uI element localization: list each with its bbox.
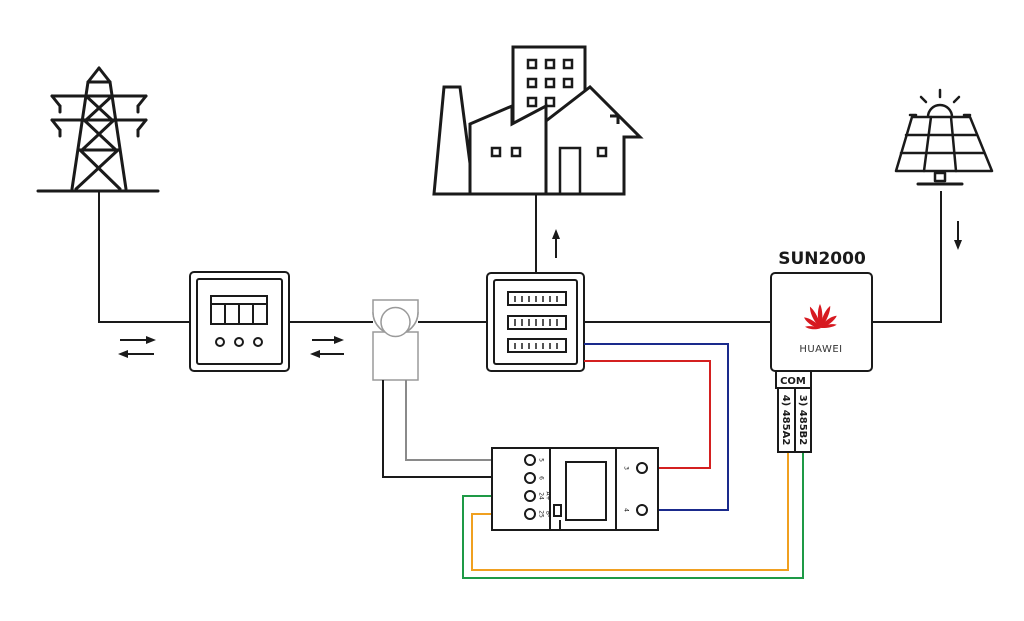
inverter-title: SUN2000: [778, 249, 866, 269]
ct-clamp: [372, 299, 419, 381]
terminal-4-label: 4: [623, 508, 630, 512]
bidirectional-arrow-icon: [118, 336, 156, 358]
solar-panel-icon: [894, 88, 994, 186]
com-port: [775, 370, 812, 453]
power-lines: [98, 191, 942, 323]
breaker-row: [514, 296, 558, 349]
bidirectional-arrow-icon: [310, 336, 344, 358]
blue-wire: [584, 343, 729, 511]
terminal-24-label: 24: [538, 492, 545, 500]
terminal-25-label: 25: [538, 510, 545, 518]
huawei-brand-label: HUAWEI: [799, 344, 842, 355]
port-485a2-label: 4) 485A2: [780, 395, 791, 446]
arrow-up-icon: [552, 229, 560, 258]
terminal-6-label: 6: [538, 476, 545, 480]
red-wire: [584, 360, 711, 469]
meter-terminals: [524, 454, 648, 520]
orange-wire: [471, 452, 789, 571]
ct-signal-wires: [382, 380, 492, 478]
terminal-3-label: 3: [623, 466, 630, 470]
buildings-icon: [432, 45, 644, 196]
meter-terminal-labels: 5 6 24 25 A+ B- 3 4: [538, 458, 630, 518]
port-485b2-label: 3) 485B2: [797, 395, 808, 446]
a-plus-label: A+: [545, 491, 552, 500]
b-minus-label: B-: [545, 511, 552, 517]
com-label: COM: [780, 376, 806, 387]
transmission-tower-icon: [36, 66, 160, 193]
terminal-5-label: 5: [538, 458, 545, 462]
building-windows: [490, 58, 608, 196]
green-wire: [462, 452, 804, 579]
huawei-logo-icon: [804, 304, 837, 330]
arrow-down-icon: [954, 221, 962, 250]
grid-meter: [189, 271, 290, 372]
smart-meter: [491, 447, 659, 531]
